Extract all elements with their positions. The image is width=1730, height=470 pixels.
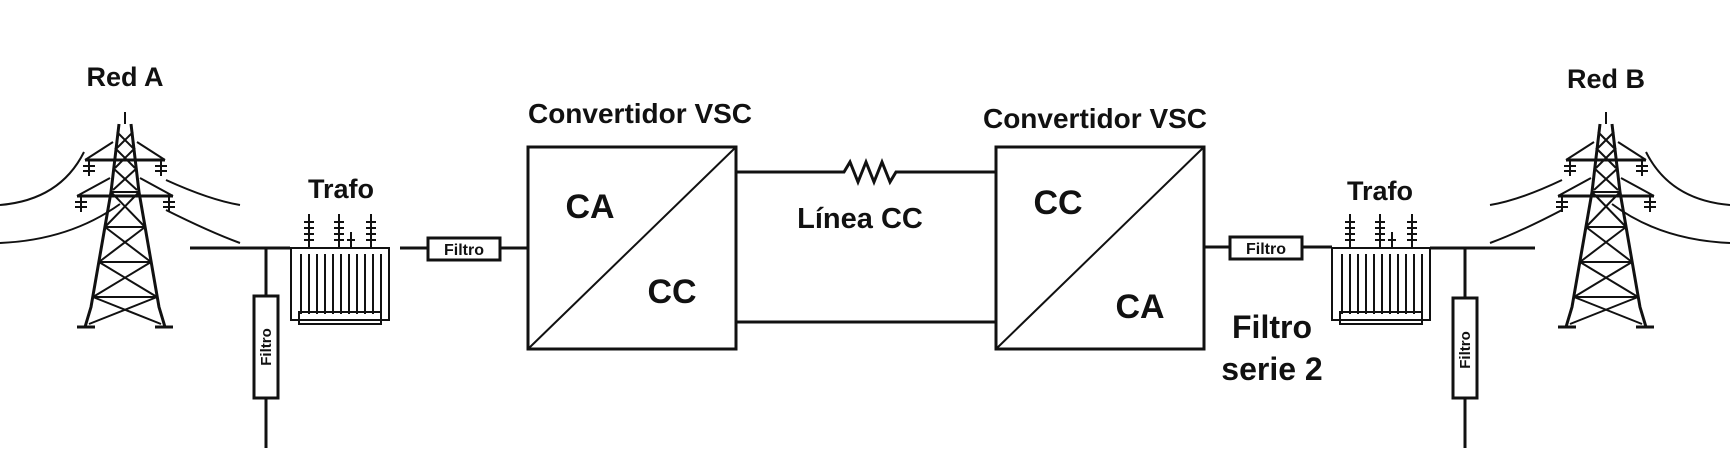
converter-right-ac-label: CA <box>1115 288 1164 326</box>
filter-shunt-left: Filtro <box>252 294 280 400</box>
transformer-right <box>1331 213 1431 325</box>
filter-shunt-right-label: Filtro <box>1457 331 1474 369</box>
resistor-icon <box>736 157 996 187</box>
grid-a-tower <box>0 110 241 329</box>
filter-series-left-label: Filtro <box>444 242 484 259</box>
converter-left <box>526 145 738 351</box>
converter-right-title: Convertidor VSC <box>983 103 1207 134</box>
trafo-right-label: Trafo <box>1347 176 1413 206</box>
converter-left-ac-label: CA <box>565 188 614 226</box>
transmission-tower-icon <box>73 110 177 329</box>
filter-series-2-label-line2: serie 2 <box>1221 351 1322 387</box>
grid-b-tower <box>1489 110 1730 329</box>
filter-series-2-label-line1: Filtro <box>1232 309 1312 345</box>
filter-shunt-right: Filtro <box>1451 296 1479 400</box>
transformer-icon <box>1331 213 1431 325</box>
filter-series-right-label: Filtro <box>1246 241 1286 258</box>
trafo-left-label: Trafo <box>308 174 374 204</box>
grid-a-label: Red A <box>86 62 163 92</box>
filter-shunt-left-label: Filtro <box>258 328 275 366</box>
converter-right <box>994 145 1206 351</box>
grid-b-label: Red B <box>1567 64 1645 94</box>
transmission-tower-icon <box>1554 110 1658 329</box>
transformer-left <box>290 213 390 325</box>
converter-right-dc-label: CC <box>1033 184 1082 222</box>
dc-line <box>736 157 996 324</box>
dc-line-label: Línea CC <box>797 203 923 235</box>
transformer-icon <box>290 213 390 325</box>
converter-left-title: Convertidor VSC <box>528 98 752 129</box>
converter-left-dc-label: CC <box>647 273 696 311</box>
